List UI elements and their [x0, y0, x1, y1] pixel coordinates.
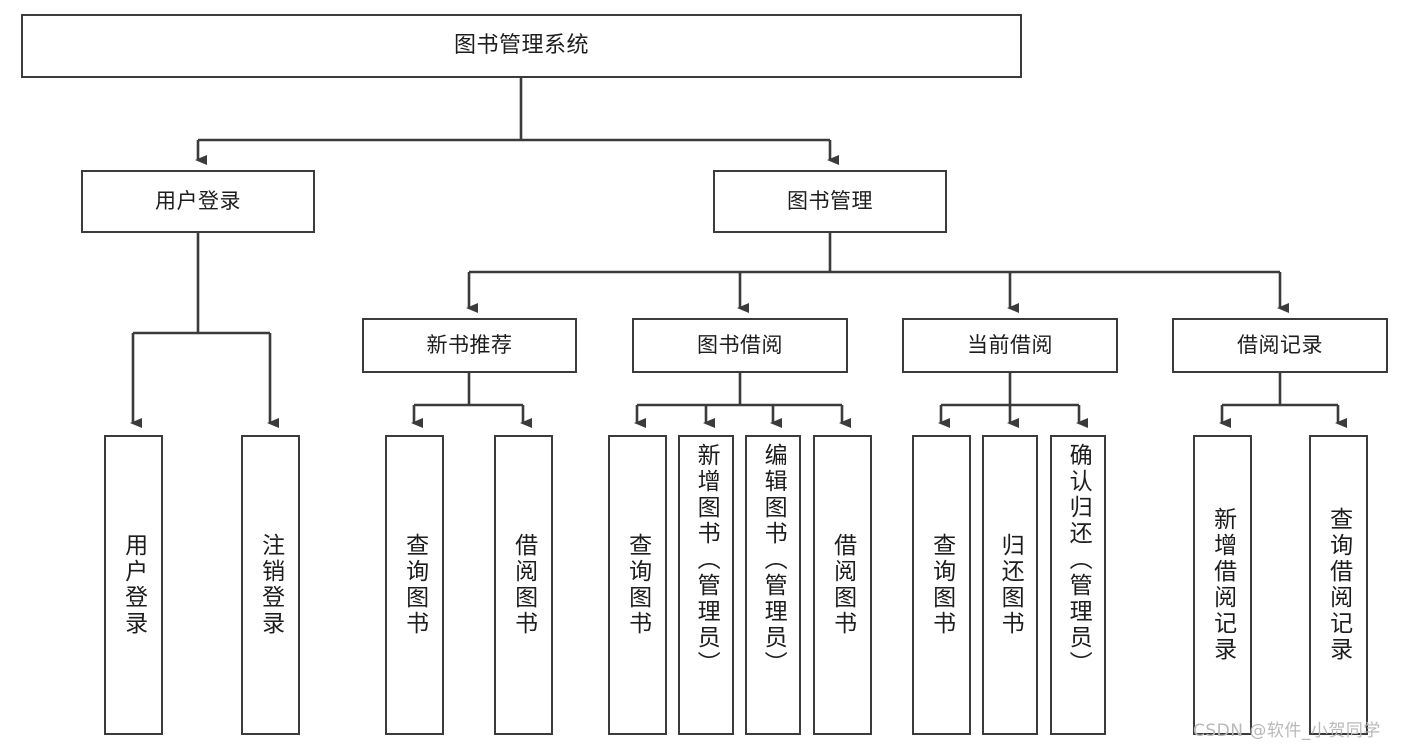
leaf-user-login[interactable]: 用户登录: [104, 435, 163, 735]
leaf-add-book[interactable]: 新增图书（管理员）: [678, 435, 734, 735]
node-label: 用户登录: [120, 533, 147, 637]
node-label: 查询图书: [624, 533, 651, 637]
node-label: 借阅记录: [1237, 333, 1323, 358]
node-label: 注销登录: [257, 533, 284, 637]
node-label: 新书推荐: [426, 333, 513, 358]
node-user-login[interactable]: 用户登录: [81, 170, 315, 233]
node-label: 图书管理系统: [453, 33, 589, 59]
leaf-query-record[interactable]: 查询借阅记录: [1309, 435, 1368, 735]
node-label: 确认归还（管理员）: [1065, 443, 1092, 677]
leaf-add-record[interactable]: 新增借阅记录: [1193, 435, 1252, 735]
node-new-book-recommend[interactable]: 新书推荐: [362, 318, 577, 373]
leaf-borrow-book-1[interactable]: 借阅图书: [494, 435, 553, 735]
csdn-watermark: CSDN @软件_小贺同学: [1193, 721, 1381, 741]
node-label: 新增借阅记录: [1209, 507, 1236, 663]
leaf-borrow-book-2[interactable]: 借阅图书: [813, 435, 872, 735]
leaf-edit-book[interactable]: 编辑图书（管理员）: [745, 435, 801, 735]
node-label: 查询借阅记录: [1325, 507, 1352, 663]
node-label: 借阅图书: [510, 533, 537, 637]
node-label: 借阅图书: [829, 533, 856, 637]
node-label: 图书借阅: [697, 333, 783, 358]
leaf-query-book-1[interactable]: 查询图书: [385, 435, 444, 735]
node-label: 编辑图书（管理员）: [760, 443, 787, 677]
node-label: 用户登录: [155, 189, 241, 214]
node-book-borrow[interactable]: 图书借阅: [632, 318, 848, 373]
leaf-confirm-return[interactable]: 确认归还（管理员）: [1050, 435, 1106, 735]
leaf-query-book-3[interactable]: 查询图书: [912, 435, 971, 735]
node-borrow-record[interactable]: 借阅记录: [1172, 318, 1388, 373]
node-current-borrow[interactable]: 当前借阅: [902, 318, 1118, 373]
node-label: 查询图书: [928, 533, 955, 637]
leaf-return-book[interactable]: 归还图书: [982, 435, 1038, 735]
leaf-query-book-2[interactable]: 查询图书: [608, 435, 667, 735]
node-label: 新增图书（管理员）: [693, 443, 720, 677]
node-label: 归还图书: [997, 533, 1024, 637]
leaf-logout-login[interactable]: 注销登录: [241, 435, 300, 735]
node-label: 图书管理: [787, 189, 873, 214]
node-book-management[interactable]: 图书管理: [713, 170, 947, 233]
node-label: 当前借阅: [967, 333, 1053, 358]
node-label: 查询图书: [401, 533, 428, 637]
node-root-system[interactable]: 图书管理系统: [21, 14, 1022, 78]
